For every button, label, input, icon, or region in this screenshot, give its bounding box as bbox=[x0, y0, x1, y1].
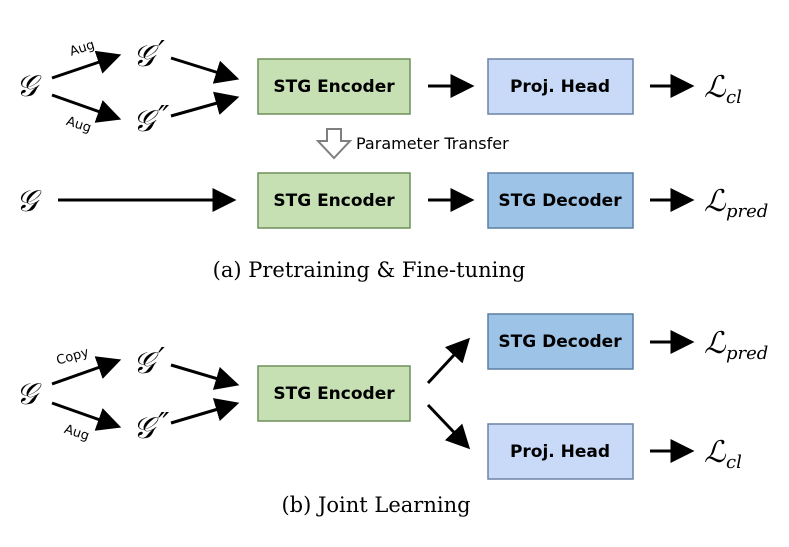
graph-source-b-symbol: 𝒢 bbox=[16, 377, 42, 412]
loss-cl-a: ℒ cl bbox=[704, 70, 742, 108]
stg-encoder-top-a-box bbox=[257, 58, 411, 115]
graph-prime-b: 𝒢 ′ bbox=[133, 342, 165, 381]
copy-arrow-b bbox=[51, 356, 122, 386]
aug-top-label-a: Aug bbox=[68, 38, 97, 60]
loss-pred-b: ℒ pred bbox=[704, 326, 768, 364]
proj-head-a: Proj. Head bbox=[487, 58, 634, 115]
aug-arrow-b bbox=[51, 401, 122, 431]
stg-encoder-b: STG Encoder bbox=[257, 365, 411, 422]
proj-head-b: Proj. Head bbox=[487, 423, 634, 480]
graph-prime-a: 𝒢 ′ bbox=[133, 35, 165, 74]
loss-cl-b: ℒ cl bbox=[704, 435, 742, 473]
loss-cl-b-subscript: cl bbox=[726, 452, 742, 473]
loss-cl-a-symbol: ℒ bbox=[704, 70, 727, 105]
stg-encoder-b-box bbox=[257, 365, 411, 422]
caption-b: (b) Joint Learning bbox=[281, 493, 470, 517]
graph-double-prime-b-symbol: 𝒢 bbox=[133, 411, 159, 446]
stg-encoder-top-a-label: STG Encoder bbox=[273, 77, 395, 97]
graph-source-a-symbol: 𝒢 bbox=[16, 69, 42, 104]
parameter-transfer-arrow-icon bbox=[315, 128, 353, 160]
graph-prime-b-symbol: 𝒢 bbox=[133, 346, 159, 381]
copy-label-b: Copy bbox=[55, 345, 91, 369]
stg-encoder-bottom-a-label: STG Encoder bbox=[273, 191, 395, 211]
aug-bottom-label-a: Aug bbox=[64, 114, 93, 136]
loss-cl-b-symbol: ℒ bbox=[704, 435, 727, 470]
stg-decoder-a-box bbox=[487, 172, 634, 229]
graph-double-prime-a-mark: ″ bbox=[158, 100, 170, 135]
aug-top-arrow-a bbox=[51, 50, 122, 80]
loss-pred-a-subscript: pred bbox=[726, 201, 768, 222]
stg-decoder-a-label: STG Decoder bbox=[498, 191, 622, 211]
graph-double-prime-a-symbol: 𝒢 bbox=[133, 104, 159, 139]
loss-pred-b-symbol: ℒ bbox=[704, 326, 727, 361]
proj-head-a-box bbox=[487, 58, 634, 115]
parameter-transfer: Parameter Transfer bbox=[315, 128, 509, 160]
graph-double-prime-b: 𝒢 ″ bbox=[133, 407, 170, 446]
loss-cl-a-subscript: cl bbox=[726, 87, 742, 108]
graph-prime-a-symbol: 𝒢 bbox=[133, 39, 159, 74]
loss-pred-b-subscript: pred bbox=[726, 343, 768, 364]
double-prime-to-encoder-arrow-b bbox=[170, 398, 240, 425]
panel-b: 𝒢 Copy Aug 𝒢 ′ 𝒢 ″ STG Encoder STG Decod… bbox=[16, 313, 768, 517]
stg-encoder-top-a: STG Encoder bbox=[257, 58, 411, 115]
aug-bottom-arrow-a bbox=[51, 93, 122, 123]
graph-source-a2-symbol: 𝒢 bbox=[16, 184, 42, 219]
graph-double-prime-b-mark: ″ bbox=[158, 407, 170, 442]
stg-encoder-b-label: STG Encoder bbox=[273, 384, 395, 404]
stg-encoder-bottom-a-box bbox=[257, 172, 411, 229]
graph-double-prime-a: 𝒢 ″ bbox=[133, 100, 170, 139]
caption-a: (a) Pretraining & Fine-tuning bbox=[213, 258, 526, 282]
stg-encoder-bottom-a: STG Encoder bbox=[257, 172, 411, 229]
proj-head-b-box bbox=[487, 423, 634, 480]
encoder-to-decoder-arrow-b bbox=[426, 337, 471, 385]
loss-pred-a-symbol: ℒ bbox=[704, 184, 727, 219]
stg-decoder-b-label: STG Decoder bbox=[498, 332, 622, 352]
loss-pred-a: ℒ pred bbox=[704, 184, 768, 222]
stg-decoder-b-box bbox=[487, 313, 634, 370]
stg-decoder-b: STG Decoder bbox=[487, 313, 634, 370]
proj-head-b-label: Proj. Head bbox=[510, 442, 610, 462]
parameter-transfer-label: Parameter Transfer bbox=[356, 134, 509, 153]
prime-to-encoder-arrow-a bbox=[170, 56, 240, 84]
aug-label-b: Aug bbox=[62, 422, 91, 444]
stg-decoder-a: STG Decoder bbox=[487, 172, 634, 229]
prime-to-encoder-arrow-b bbox=[170, 363, 240, 390]
double-prime-to-encoder-arrow-a bbox=[170, 91, 240, 118]
graph-prime-b-mark: ′ bbox=[158, 342, 165, 377]
encoder-to-proj-arrow-b bbox=[426, 403, 471, 450]
graph-prime-a-mark: ′ bbox=[158, 35, 165, 70]
proj-head-a-label: Proj. Head bbox=[510, 77, 610, 97]
panel-a: 𝒢 Aug Aug 𝒢 ′ 𝒢 ″ STG Encoder Proj. H bbox=[16, 35, 768, 282]
